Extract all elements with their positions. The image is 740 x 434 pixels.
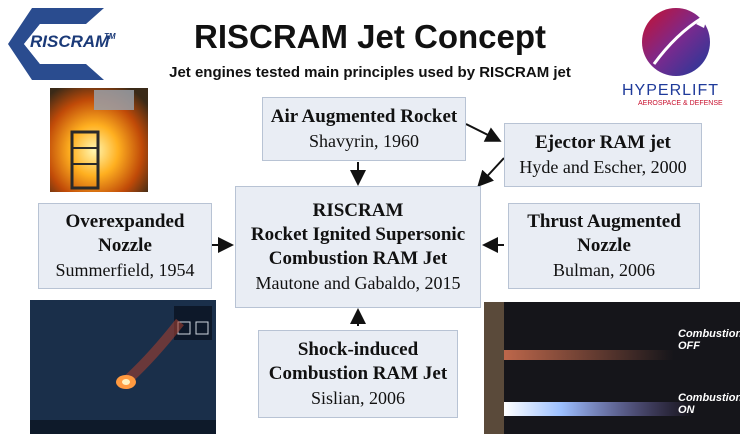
thrust-augmented-nozzle-note: Bulman, 2006 [553, 260, 655, 280]
hyperlift-tagline: AEROSPACE & DEFENSE [638, 100, 723, 107]
rocket-fire-photo [50, 88, 148, 192]
air-augmented-rocket-note: Shavyrin, 1960 [309, 131, 419, 151]
page-subtitle: Jet engines tested main principles used … [169, 64, 571, 81]
air-augmented-rocket-title: Air Augmented Rocket [270, 106, 458, 127]
riscram-note: Mautone and Gabaldo, 2015 [255, 273, 461, 293]
combustion-on-label-line1: Combustion [678, 392, 740, 404]
shock-induced-note: Sislian, 2006 [310, 388, 405, 408]
riscram-logo-icon [8, 8, 104, 80]
combustion-on-label: Combustion ON [678, 392, 740, 416]
combustion-test-photo: Combustion OFF Combustion ON [484, 302, 740, 434]
riscram-title-line1: RISCRAM [312, 200, 404, 221]
riscram-title-line2: Rocket Ignited Supersonic [250, 224, 466, 245]
launch-video-photo [30, 300, 216, 434]
shock-induced-title-line2: Combustion RAM Jet [268, 363, 448, 384]
riscram-box: RISCRAM Rocket Ignited Supersonic Combus… [235, 186, 481, 308]
combustion-off-label: Combustion OFF [678, 328, 740, 352]
arrow-ejector-to-riscram [477, 157, 505, 187]
page-title: RISCRAM Jet Concept [193, 18, 547, 55]
ejector-ram-jet-title: Ejector RAM jet [535, 132, 671, 153]
overexpanded-nozzle-title-line2: Nozzle [98, 235, 152, 256]
overexpanded-nozzle-title-line1: Overexpanded [65, 211, 185, 232]
hyperlift-logo: HYPERLIFT AEROSPACE & DEFENSE [618, 4, 736, 107]
hyperlift-name: HYPERLIFT [622, 82, 720, 99]
air-augmented-rocket-box: Air Augmented Rocket Shavyrin, 1960 [262, 97, 466, 161]
riscram-logo: RISCRAM TM [4, 4, 116, 84]
ejector-ram-jet-note: Hyde and Escher, 2000 [519, 157, 687, 177]
riscram-title-line3: Combustion RAM Jet [268, 248, 448, 269]
overexpanded-nozzle-note: Summerfield, 1954 [55, 260, 195, 280]
overexpanded-nozzle-box: Overexpanded Nozzle Summerfield, 1954 [38, 203, 212, 289]
thrust-augmented-nozzle-title-line1: Thrust Augmented [527, 211, 681, 232]
hyperlift-logo-icon [642, 8, 710, 76]
ejector-ram-jet-box: Ejector RAM jet Hyde and Escher, 2000 [504, 123, 702, 187]
riscram-logo-text: RISCRAM [30, 32, 110, 51]
riscram-logo-tm: TM [104, 32, 116, 41]
shock-induced-box: Shock-induced Combustion RAM Jet Sislian… [258, 330, 458, 418]
combustion-off-label-line1: Combustion [678, 328, 740, 340]
thrust-augmented-nozzle-title-line2: Nozzle [577, 235, 631, 256]
shock-induced-title-line1: Shock-induced [297, 339, 419, 360]
thrust-augmented-nozzle-box: Thrust Augmented Nozzle Bulman, 2006 [508, 203, 700, 289]
arrow-air-to-ejector [465, 123, 502, 142]
combustion-on-label-line2: ON [678, 404, 695, 416]
combustion-off-label-line2: OFF [678, 340, 700, 352]
